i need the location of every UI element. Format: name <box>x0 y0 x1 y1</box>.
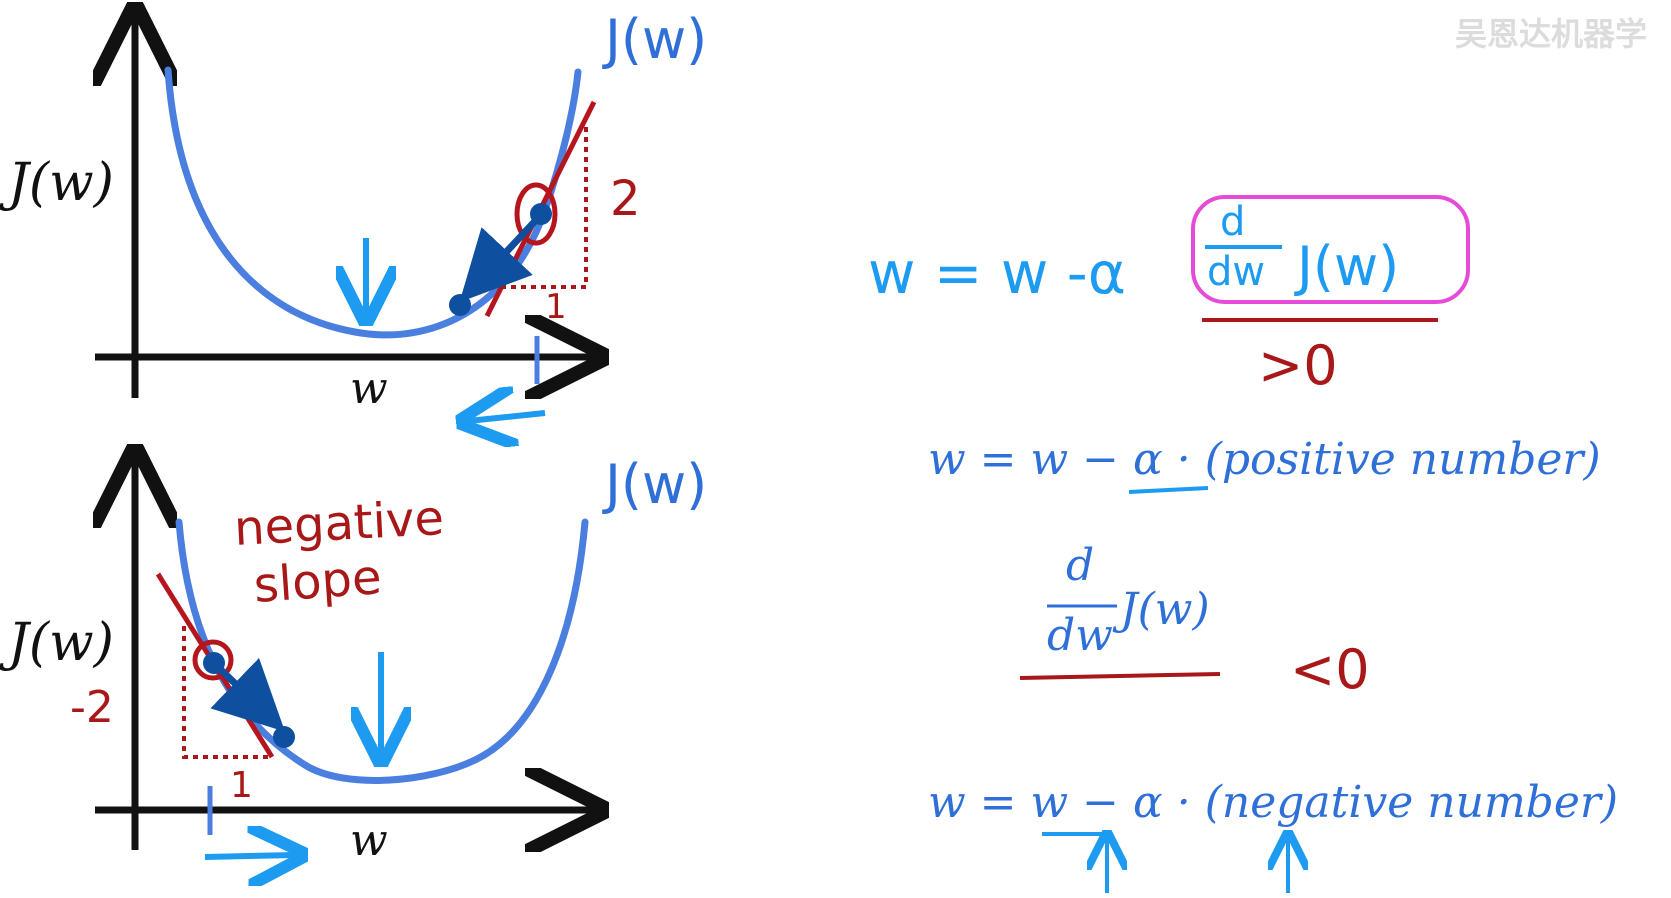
positive-note: >0 <box>1258 334 1338 397</box>
negative-update-rule: w = w − α · (negative number) <box>928 777 1618 893</box>
bottom-negative-slope-line-2: slope <box>252 549 383 614</box>
negative-rule-w: w <box>1031 777 1069 828</box>
bottom-next-point <box>273 726 295 748</box>
bottom-run-label: 1 <box>230 765 253 806</box>
bottom-x-axis-label: w <box>350 815 388 866</box>
bottom-rise-label: -2 <box>70 682 114 733</box>
negative-rule-minus: − <box>1068 777 1133 828</box>
bottom-direction-arrow <box>204 855 296 857</box>
derivative-denominator: dw <box>1207 249 1265 295</box>
top-gradient-step-arrow <box>459 216 540 303</box>
top-cost-curve <box>164 66 582 339</box>
update-rule-lhs: w = w -α <box>868 239 1126 307</box>
top-next-point <box>449 294 471 316</box>
second-derivative-denominator: dw <box>1047 610 1113 661</box>
positive-rule-paren: (positive number) <box>1191 434 1601 485</box>
bottom-gradient-graph: J(w) w J(w) -2 1 negative slope <box>0 453 707 866</box>
top-run-label: 1 <box>545 287 567 327</box>
second-derivative-numerator: d <box>1066 540 1094 591</box>
alpha-underline <box>1128 486 1209 494</box>
derivative-function: J(w) <box>1294 235 1399 298</box>
bottom-y-axis-label: J(w) <box>0 613 114 673</box>
bottom-slope-triangle <box>182 626 268 759</box>
top-curve-label: J(w) <box>602 8 707 71</box>
second-derivative-function: J(w) <box>1112 584 1210 635</box>
derivative-numerator: d <box>1220 199 1245 245</box>
top-current-point-circle <box>514 182 558 246</box>
negative-rule-left: w = <box>928 777 1031 828</box>
right-formula-panel: w = w -α d dw J(w) >0 w = w − α · (posit… <box>868 195 1618 893</box>
derivative-highlight-box <box>1191 195 1470 304</box>
top-rise-label: 2 <box>610 171 641 227</box>
positive-rule-text: w = w − α · (positive number) <box>928 434 1601 485</box>
positive-rule-alpha: α · <box>1133 434 1191 485</box>
top-slope-triangle <box>501 122 588 289</box>
watermark-text: 吴恩达机器学 <box>1455 15 1647 53</box>
top-gradient-graph: J(w) w J(w) 2 1 <box>0 8 707 421</box>
bottom-negative-slope-line-1: negative <box>233 490 446 557</box>
second-derivative-expression: d dw J(w) <0 <box>1019 540 1370 701</box>
top-y-axis-label: J(w) <box>0 153 114 213</box>
top-x-axis-label: w <box>350 363 388 414</box>
bottom-gradient-step-arrow <box>210 657 286 732</box>
negative-note: <0 <box>1290 638 1370 701</box>
positive-update-rule: w = w − α · (positive number) <box>928 434 1601 494</box>
negative-rule-rest: α · (negative number) <box>1133 777 1618 828</box>
top-direction-arrow <box>468 413 546 421</box>
positive-rule-left: w = w − <box>928 434 1133 485</box>
negative-rule-text: w = w − α · (negative number) <box>928 777 1618 828</box>
bottom-curve-label: J(w) <box>602 453 707 516</box>
negative-underline <box>1019 672 1221 680</box>
